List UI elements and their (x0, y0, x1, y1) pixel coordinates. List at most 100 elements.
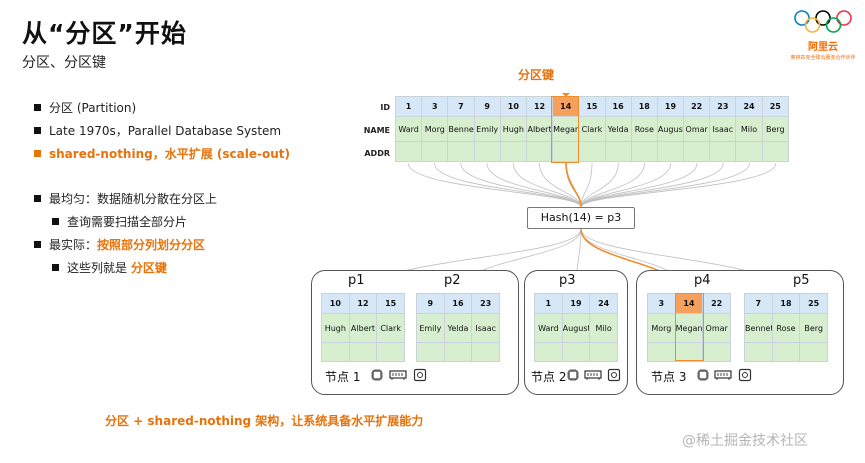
name-cell: Yelda (604, 116, 632, 142)
fan-line (539, 162, 582, 208)
id-cell: 23 (471, 293, 500, 314)
bullet-item: 最均匀：数据随机分散在分区上 (34, 191, 217, 207)
memory-icon (389, 370, 407, 380)
memory-icon (584, 370, 602, 380)
fan-line (580, 162, 672, 208)
partition-label-p4: p4 (694, 273, 711, 288)
selected-column-outline (551, 96, 579, 163)
partition-label-p5: p5 (793, 273, 810, 288)
bullet-square-icon (34, 195, 41, 202)
addr-cell (376, 342, 405, 362)
node-label-2: 节点 2 (531, 370, 567, 384)
addr-cell (321, 342, 350, 362)
addr-cell (604, 141, 632, 162)
id-cell: 7 (744, 293, 773, 314)
name-cell: Emily (416, 313, 445, 343)
name-cell: Isaac (471, 313, 500, 343)
partition-key-label: 分区键 (518, 68, 555, 82)
name-cell: Albert (525, 116, 554, 142)
addr-cell (771, 342, 801, 362)
fan-line (580, 162, 619, 208)
id-cell: 22 (702, 293, 731, 314)
name-cell: Isaac (709, 116, 737, 142)
name-cell: Albert (348, 313, 378, 343)
name-row: WardMorgBennetEmilyHughAlbertMeganClarkY… (394, 116, 790, 142)
disk-icon (607, 368, 621, 382)
id-cell: 10 (499, 96, 527, 117)
logo-tagline: 奥林匹克全球云服务合作伙伴 (790, 55, 856, 61)
id-cell: 25 (761, 96, 790, 117)
selected-cell-outline (675, 293, 704, 361)
olympic-rings-icon (794, 10, 852, 33)
name-cell: Milo (735, 116, 763, 142)
hash-function-box: Hash(14) = p3 (527, 207, 635, 229)
name-cell: Omar (683, 116, 711, 142)
addr-cell (799, 342, 828, 362)
fan-line (580, 162, 750, 208)
bullet-square-icon (34, 127, 41, 134)
name-cell: Milo (589, 313, 618, 343)
bullet-item: Late 1970s，Parallel Database System (34, 123, 281, 139)
page-subtitle: 分区、分区键 (22, 55, 106, 71)
id-cell: 16 (443, 293, 473, 314)
addr-cell (589, 342, 618, 362)
addr-row (416, 342, 500, 362)
addr-cell (421, 141, 449, 162)
name-cell: Clark (376, 313, 405, 343)
id-cell: 1 (394, 96, 423, 117)
name-cell: Megan (674, 313, 704, 343)
name-cell: Ward (534, 313, 563, 343)
addr-row (647, 342, 731, 362)
bullet-item-highlight: shared-nothing，水平扩展 (scale-out) (34, 146, 290, 162)
addr-cell (578, 141, 606, 162)
id-cell: 14 (552, 96, 580, 117)
id-cell: 24 (589, 293, 618, 314)
partition-label-p3: p3 (559, 273, 576, 288)
id-cell: 1 (534, 293, 563, 314)
fan-line (580, 162, 698, 208)
fan-line (407, 162, 582, 208)
name-cell: Clark (578, 116, 606, 142)
page-title: 从“分区”开始 (22, 19, 187, 48)
fan-line (580, 162, 724, 208)
fan-line (580, 162, 593, 208)
id-cell: 3 (647, 293, 676, 314)
addr-cell (647, 342, 676, 362)
name-cell: Morg (647, 313, 676, 343)
name-cell: Bennet (447, 116, 475, 142)
id-cell: 18 (630, 96, 658, 117)
id-cell: 19 (656, 96, 685, 117)
addr-cell (702, 342, 731, 362)
fan-line (580, 162, 777, 208)
id-cell: 22 (683, 96, 711, 117)
addr-cell (471, 342, 500, 362)
id-cell: 12 (348, 293, 378, 314)
disk-icon (738, 368, 752, 382)
fan-line (565, 162, 582, 208)
bullet-square-icon (34, 241, 41, 248)
addr-cell (348, 342, 378, 362)
row-label-addr: ADDR (364, 149, 390, 158)
sub-bullet-item: 查询需要扫描全部分片 (52, 214, 187, 230)
addr-row (394, 141, 790, 162)
name-cell: Megan (552, 116, 580, 142)
addr-cell (761, 141, 790, 162)
id-cell: 9 (473, 96, 501, 117)
name-cell: Emily (473, 116, 501, 142)
id-cell: 12 (525, 96, 554, 117)
node-label-3: 节点 3 (651, 370, 687, 384)
id-cell: 24 (735, 96, 763, 117)
bullet-item: 分区 (Partition) (34, 100, 136, 116)
addr-row (321, 342, 405, 362)
logo-brand: 阿里云 (808, 42, 838, 53)
